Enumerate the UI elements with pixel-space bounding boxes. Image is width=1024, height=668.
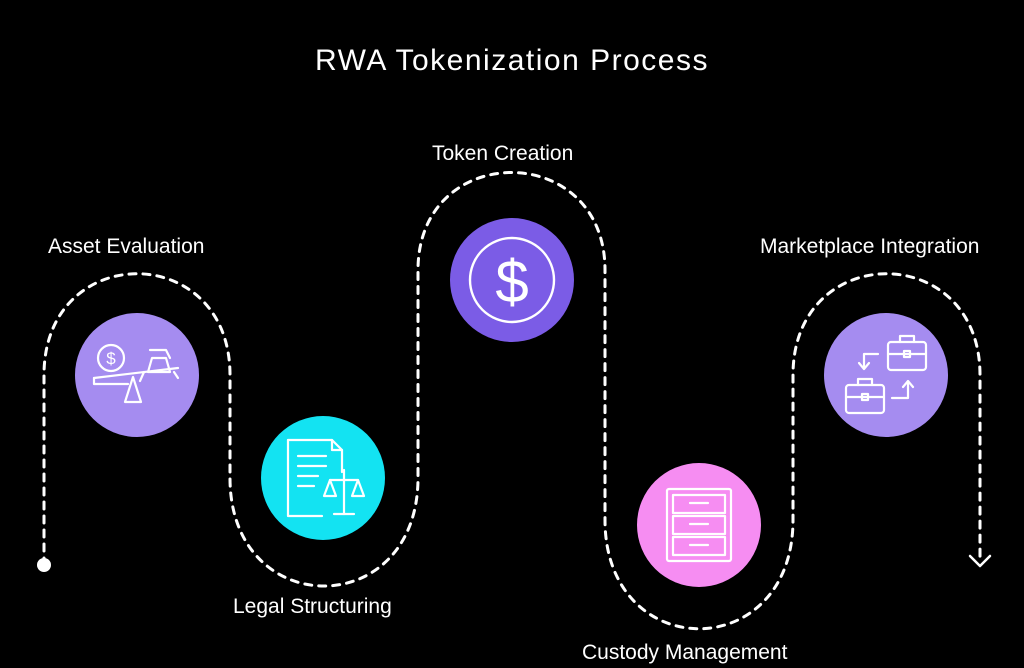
step-token-creation: $ [450,218,574,342]
step-label-token-creation: Token Creation [432,142,574,165]
step-custody-management [637,463,761,587]
scale-coin-gold-icon: $ [92,343,180,404]
step-label-asset-evaluation: Asset Evaluation [48,235,205,258]
step-circle-marketplace-integration [824,313,948,437]
step-circle-token-creation [450,218,574,342]
svg-text:$: $ [106,349,116,368]
step-circle-asset-evaluation [75,313,199,437]
step-label-legal-structuring: Legal Structuring [233,595,392,618]
briefcase-exchange-icon [844,334,928,415]
legal-document-scale-icon [286,438,366,518]
step-label-custody-management: Custody Management [582,641,788,664]
step-circle-legal-structuring [261,416,385,540]
step-legal-structuring [261,416,385,540]
filing-cabinet-icon [665,487,733,563]
step-asset-evaluation: $ [75,313,199,437]
process-path [42,171,982,631]
page-title: RWA Tokenization Process [315,44,709,77]
path-end-arrow-icon [968,554,992,568]
dollar-coin-icon: $ [468,236,556,324]
step-label-marketplace-integration: Marketplace Integration [760,235,980,258]
svg-text:$: $ [495,248,528,315]
path-start-dot [37,558,51,572]
step-marketplace-integration [824,313,948,437]
